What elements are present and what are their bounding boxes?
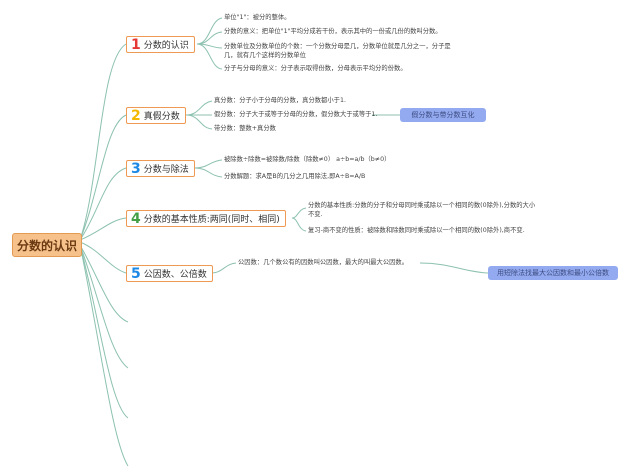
leaf-line-3 [194,167,223,178]
topic-number-1: 1 [131,36,141,53]
branch-line-empty-4 [79,244,129,467]
leaf-line-2 [185,114,213,130]
topic-node-2[interactable]: 2 真假分数 [126,107,186,124]
leaf-line-1 [196,31,223,45]
topic-node-5[interactable]: 5 公因数、公倍数 [126,265,213,282]
leaf-text: 分子与分母的意义：分子表示取得份数，分母表示平均分的份数。 [224,65,407,72]
topic-number-4: 4 [131,210,141,227]
leaf-text: 分数单位及分数单位的个数：一个分数分母是几，分数单位就是几分之一，分子是几，就有… [224,43,451,59]
leaf-text: 分数的意义：把单位"1"平均分成若干份，表示其中的一份或几份的数叫分数。 [224,28,442,35]
root-topic[interactable]: 分数的认识 [12,233,82,257]
leaf-line-2 [185,100,213,116]
branch-line-5 [79,241,127,274]
leaf-text: 单位"1"：被分的整体。 [224,14,291,21]
leaf-line-5 [419,262,489,274]
callout-mixed-number: 假分数与带分数互化 [400,108,486,122]
topic-node-1[interactable]: 1 分数的认识 [126,36,195,53]
leaf-text: 带分数：整数+真分数 [214,125,276,132]
leaf-line-3 [194,159,223,169]
leaf-text: 分数解题：求A是B的几分之几用除法,即A÷B=A/B [224,173,366,180]
leaf-text: 被除数÷除数=被除数/除数（除数≠0） a÷b=a/b（b≠0） [224,156,391,163]
topic-node-3[interactable]: 3 分数与除法 [126,160,195,177]
branch-line-4 [79,217,127,241]
topic-label-4: 分数的基本性质:两同(同时、相同) [143,215,280,225]
leaf-text: 假分数：分子大于或等于分母的分数，假分数大于或等于1. [214,111,378,118]
branch-line-empty-2 [79,244,129,369]
topic-label-3: 分数与除法 [143,165,189,175]
topic-number-3: 3 [131,160,141,177]
branch-line-empty-3 [79,244,129,419]
branch-line-2 [79,114,127,241]
leaf-line-5 [211,262,237,274]
leaf-text: 公因数：几个数公有的因数叫公因数，最大的叫最大公因数。 [238,259,409,266]
callout-short-division: 用短除法找最大公因数和最小公倍数 [488,266,618,280]
leaf-text: 真分数：分子小于分母的分数，真分数都小于1. [214,97,346,104]
leaf-line-4 [291,207,307,219]
branch-line-3 [79,167,127,241]
topic-number-2: 2 [131,107,141,124]
branch-line-empty-1 [79,244,129,323]
topic-label-1: 分数的认识 [143,41,189,51]
topic-label-2: 真假分数 [143,112,180,122]
leaf-text: 分数的基本性质:分数的分子和分母同时乘或除以一个相同的数(0除外),分数的大小不… [308,202,536,218]
leaf-line-4 [291,217,307,232]
branch-line-1 [79,43,127,241]
topic-number-5: 5 [131,265,141,282]
topic-node-4[interactable]: 4 分数的基本性质:两同(同时、相同) [126,210,286,227]
topic-label-5: 公因数、公倍数 [143,270,207,280]
leaf-line-1 [196,43,223,70]
leaf-line-1 [196,17,223,45]
leaf-text: 复习-商不变的性质：被除数和除数同时乘或除以一个相同的数(0除外),商不变. [308,227,525,234]
